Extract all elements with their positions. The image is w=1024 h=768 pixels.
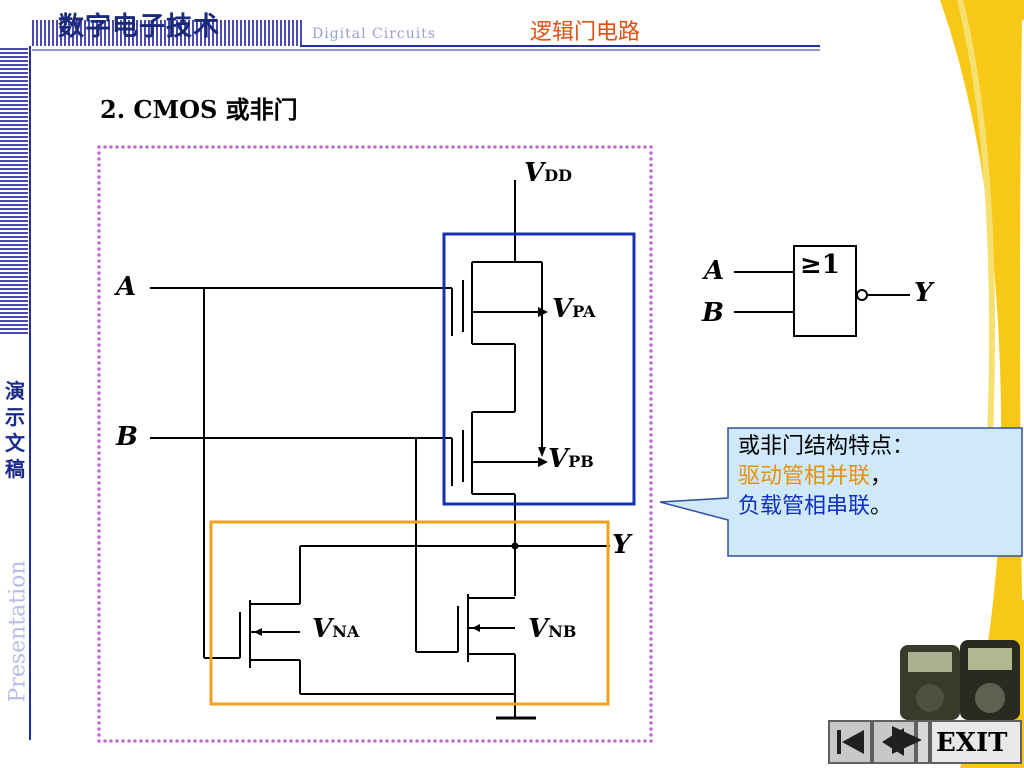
- vnb-label: VNB: [528, 614, 576, 644]
- exit-button-label: EXIT: [936, 728, 1008, 758]
- multimeter-image: [900, 640, 1020, 720]
- right-arc-white: [1020, 19, 1024, 601]
- callout-line2-wrap: 驱动管相并联，: [738, 462, 1024, 492]
- side-char: 演: [5, 379, 25, 403]
- side-label-cn: 演 示 文 稿: [2, 378, 28, 482]
- nav-first-button[interactable]: [828, 720, 872, 764]
- nav-next-button[interactable]: [884, 720, 930, 764]
- callout-text: 或非门结构特点： 驱动管相并联， 负载管相串联。: [738, 432, 1024, 522]
- header-stripes: [32, 20, 302, 46]
- symbol-input-b: B: [702, 298, 724, 328]
- callout-line2-punct: ，: [870, 464, 893, 489]
- input-a-label: A: [116, 272, 137, 302]
- callout-line1: 或非门结构特点：: [738, 434, 915, 459]
- symbol-output-y: Y: [914, 278, 933, 308]
- vpa-sub: PA: [572, 302, 596, 321]
- vnb-sub: NB: [548, 622, 577, 641]
- vna-v: V: [312, 614, 333, 644]
- vna-label: VNA: [312, 614, 359, 644]
- left-stripes: [0, 46, 28, 336]
- vpa-v: V: [552, 294, 573, 324]
- slide-title: 2. CMOS 或非门: [100, 95, 298, 124]
- vdd-sub: DD: [544, 166, 572, 185]
- side-char: 文: [5, 431, 25, 455]
- side-label-presentation: Presentation: [5, 560, 31, 703]
- vpb-label: VPB: [548, 444, 594, 474]
- triangle-right-icon: [892, 726, 922, 754]
- vpb-sub: PB: [568, 452, 594, 471]
- callout-line3-wrap: 负载管相串联。: [738, 492, 1024, 522]
- side-char: 稿: [5, 457, 25, 481]
- side-char: 示: [5, 405, 25, 429]
- nmos-highlight-box: [209, 520, 610, 706]
- skip-back-icon: [837, 730, 864, 754]
- vpb-v: V: [548, 444, 569, 474]
- circuit-frame: [97, 143, 655, 745]
- right-arc-yellow: [940, 0, 1024, 768]
- vnb-v: V: [528, 614, 549, 644]
- pmos-highlight-box: [442, 232, 636, 506]
- symbol-gate-label: ≥1: [800, 250, 840, 280]
- vpa-label: VPA: [552, 294, 595, 324]
- input-b-label: B: [116, 422, 138, 452]
- output-y-label: Y: [612, 530, 631, 560]
- right-arc-light: [957, 0, 995, 441]
- vdd-v: V: [524, 158, 545, 188]
- callout-line2: 驱动管相并联: [738, 464, 871, 489]
- callout-line3: 负载管相串联: [738, 494, 871, 519]
- callout-bubble: [659, 427, 1023, 557]
- course-title: 数字电子技术: [58, 12, 221, 42]
- course-subtitle: Digital Circuits: [312, 26, 437, 42]
- vna-sub: NA: [332, 622, 360, 641]
- chapter-topic: 逻辑门电路: [530, 20, 641, 45]
- callout-line3-punct: 。: [870, 494, 893, 519]
- vdd-label: VDD: [524, 158, 572, 188]
- symbol-input-a: A: [704, 256, 725, 286]
- exit-button[interactable]: [930, 720, 1022, 764]
